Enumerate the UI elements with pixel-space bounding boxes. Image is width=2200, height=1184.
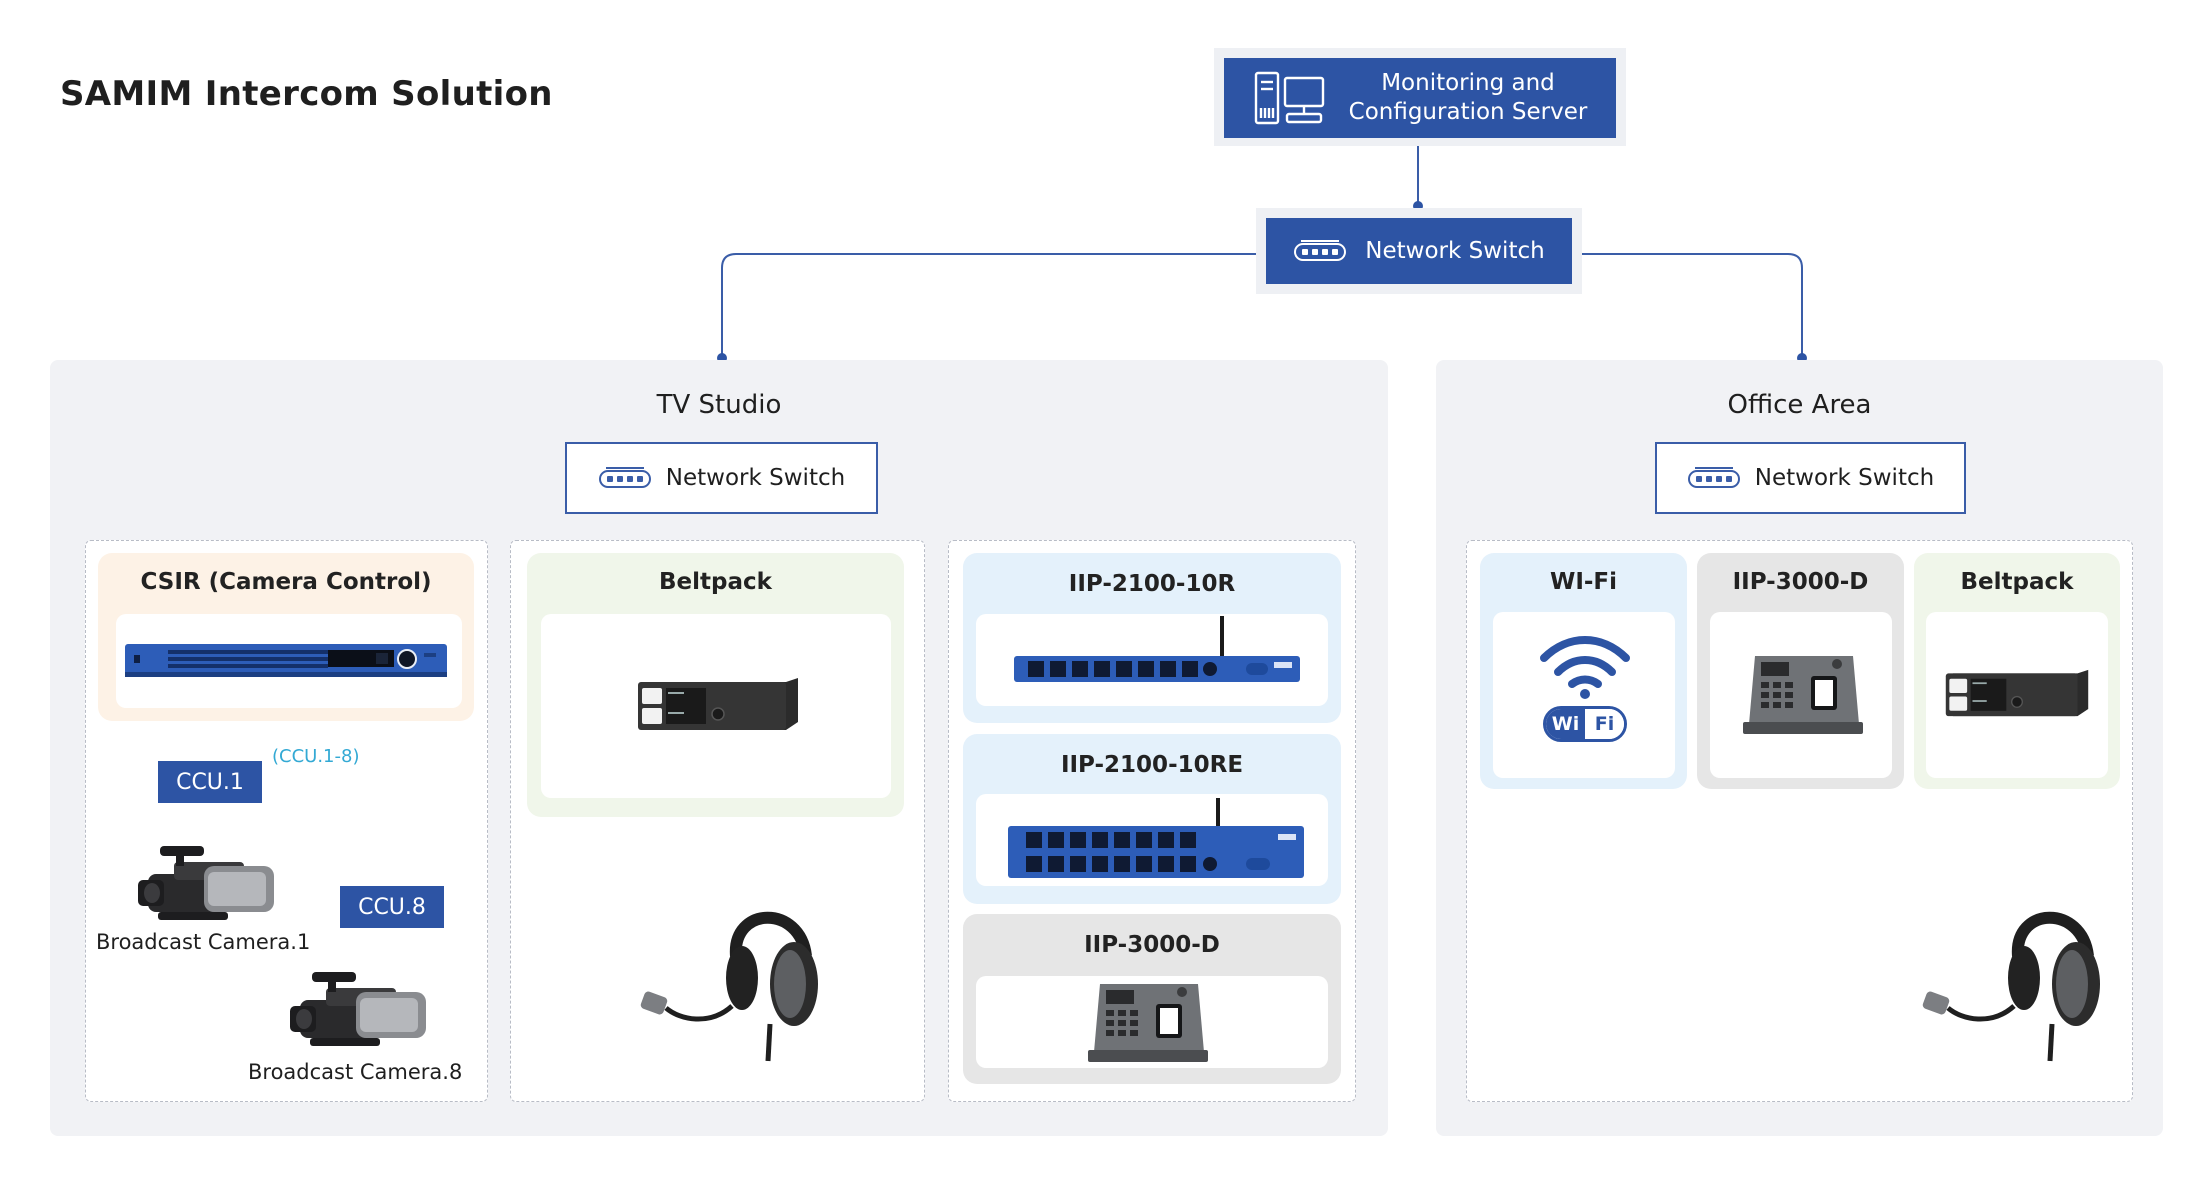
camera8-label: Broadcast Camera.8 — [248, 1060, 463, 1084]
office-beltpack-title: Beltpack — [1960, 569, 2074, 595]
office-switch-label: Network Switch — [1754, 465, 1935, 491]
wifi-badge-left: Wi — [1546, 709, 1585, 739]
desktop-intercom-panel-icon — [1743, 656, 1863, 734]
office-panel-3000d-title: IIP-3000-D — [1732, 569, 1869, 595]
headset-icon — [1922, 911, 2100, 1062]
page-title: SAMIM Intercom Solution — [60, 74, 553, 114]
tv-beltpack-title: Beltpack — [659, 569, 772, 595]
csir-title: CSIR (Camera Control) — [140, 569, 432, 595]
core-switch-label: Network Switch — [1365, 238, 1545, 264]
broadcast-camera-icon — [138, 846, 274, 920]
core-network-switch[interactable]: Network Switch — [1266, 218, 1572, 284]
wifi-badge: Wi Fi — [1543, 706, 1627, 742]
office-network-switch[interactable]: Network Switch — [1655, 442, 1966, 514]
network-switch-icon — [598, 467, 651, 488]
ccu-range-label: (CCU.1-8) — [272, 746, 360, 767]
desktop-intercom-panel-icon — [1088, 984, 1208, 1062]
wifi-title: WI-Fi — [1549, 569, 1618, 595]
ccu1-badge[interactable]: CCU.1 — [158, 761, 262, 803]
camera1-label: Broadcast Camera.1 — [96, 930, 311, 954]
network-switch-icon — [1687, 467, 1740, 488]
csir-rack-unit-icon — [125, 644, 447, 677]
wifi-badge-right: Fi — [1585, 709, 1624, 739]
intercom-panel-1u-icon — [1014, 616, 1300, 682]
server-computer-icon — [1254, 71, 1324, 125]
panel-10r-title: IIP-2100-10R — [1068, 571, 1236, 597]
monitoring-server-node[interactable]: Monitoring and Configuration Server — [1224, 58, 1616, 138]
beltpack-device-icon — [638, 678, 798, 730]
panel-10re-title: IIP-2100-10RE — [1060, 752, 1244, 778]
server-label-line2: Configuration Server — [1348, 99, 1588, 125]
tv-studio-title: TV Studio — [656, 390, 782, 420]
tv-panel-3000d-title: IIP-3000-D — [1084, 932, 1220, 958]
broadcast-camera-icon — [290, 972, 426, 1046]
server-label-line1: Monitoring and — [1381, 70, 1555, 96]
tv-switch-label: Network Switch — [665, 465, 846, 491]
tv-studio-network-switch[interactable]: Network Switch — [565, 442, 878, 514]
office-area-title: Office Area — [1727, 390, 1872, 420]
ccu8-badge[interactable]: CCU.8 — [340, 886, 444, 928]
headset-icon — [640, 911, 818, 1062]
wifi-icon — [1540, 636, 1630, 699]
beltpack-device-icon — [1945, 669, 2089, 717]
intercom-panel-2u-icon — [1008, 798, 1304, 878]
network-switch-icon — [1294, 240, 1347, 261]
